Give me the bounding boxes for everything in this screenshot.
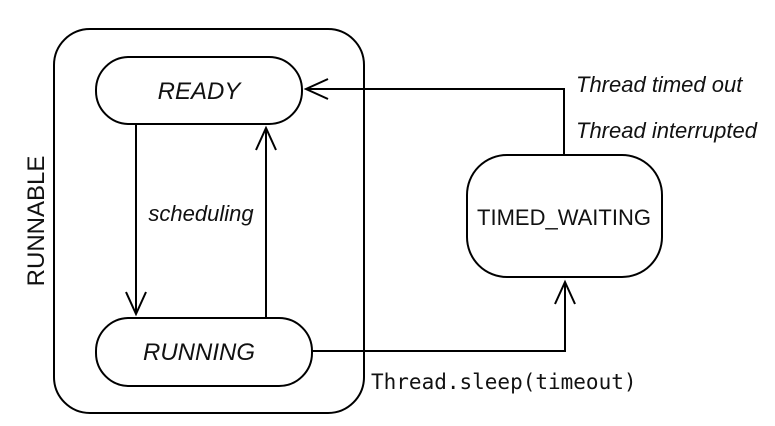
ready-state-label: READY: [158, 78, 243, 105]
yield-arrowhead: [255, 125, 277, 151]
ready-state-box: [95, 56, 303, 125]
timed-waiting-state-label: TIMED_WAITING: [477, 205, 651, 230]
interrupted-label: Thread interrupted: [576, 118, 758, 143]
wakeup-arrow-line: [306, 88, 565, 155]
sleep-arrowhead: [554, 279, 576, 305]
wakeup-arrowhead: [303, 78, 329, 100]
sleep-arrow-line: [312, 282, 566, 352]
sleep-transition-label: Thread.sleep(timeout): [371, 370, 637, 394]
scheduling-label: scheduling: [148, 201, 254, 226]
runnable-group-box: [53, 28, 365, 414]
scheduling-arrowhead: [125, 291, 147, 317]
running-state-label: RUNNING: [143, 339, 255, 366]
timed-out-label: Thread timed out: [576, 72, 743, 97]
runnable-group-label: RUNNABLE: [23, 156, 50, 287]
